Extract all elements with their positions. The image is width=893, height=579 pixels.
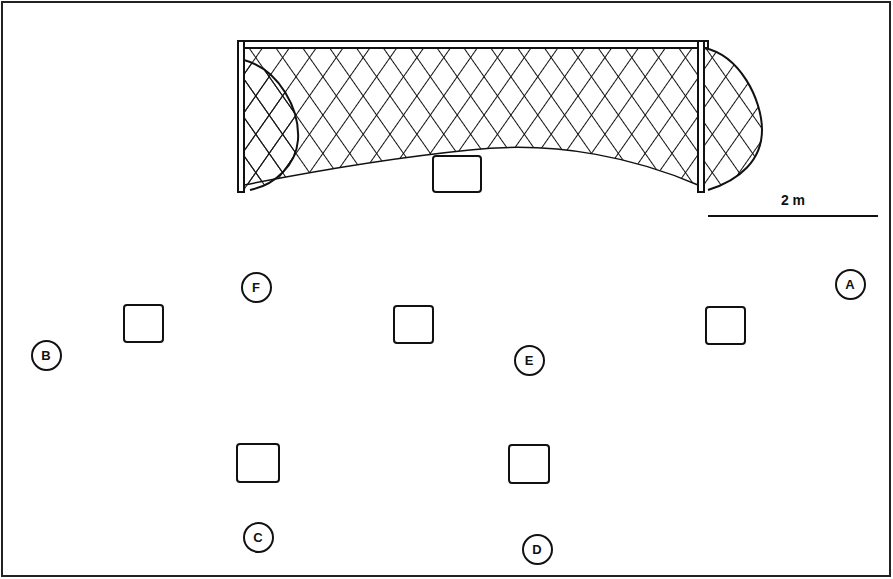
scale-label: 2 m xyxy=(781,192,805,208)
player-circle: A xyxy=(835,269,866,300)
player-letter: A xyxy=(845,278,854,291)
player-letter: F xyxy=(252,281,260,294)
player-letter: D xyxy=(532,543,541,556)
net xyxy=(240,40,770,200)
player-letter: E xyxy=(525,354,534,367)
player-letter: B xyxy=(41,349,50,362)
player-circle: E xyxy=(514,345,545,376)
player-letter: C xyxy=(253,531,262,544)
player-circle: F xyxy=(241,272,272,303)
player-circle: D xyxy=(522,534,553,565)
scale-bar xyxy=(708,215,878,217)
cone-markers xyxy=(124,156,745,483)
goal-frame xyxy=(238,41,708,192)
player-circle: C xyxy=(243,522,274,553)
player-circle: B xyxy=(31,340,62,371)
